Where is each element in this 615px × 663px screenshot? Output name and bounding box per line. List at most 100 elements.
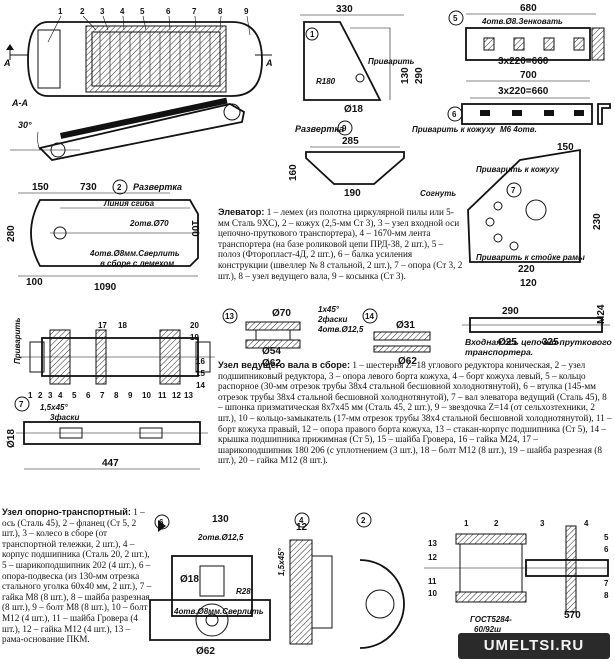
item-number: 5 [140, 7, 145, 16]
dim-text: 290 [414, 67, 425, 84]
item-number: 13 [184, 391, 193, 400]
item-number: 10 [428, 589, 437, 598]
caption-title: Узел опорно-транспортный: [2, 507, 131, 517]
item-number: 14 [196, 381, 205, 390]
dim-text: 3х220=660 [498, 56, 549, 67]
item-number: 2 [117, 183, 122, 192]
section-label: А-А [11, 98, 28, 108]
radius-label: R180 [316, 77, 336, 86]
item-number: 19 [190, 333, 199, 342]
dim-text: Ø18 [180, 574, 199, 585]
item-number: 4 [120, 7, 125, 16]
arrow-a-label-right: А [265, 58, 273, 68]
weld-note: Приварить к стойке рамы [476, 253, 585, 262]
item-9-gusset: 9 Развертка 285 160 190 Приварить к кожу… [288, 120, 496, 199]
razvertka-label: Развертка [295, 124, 344, 134]
caption-body: 1 – шестерня Z=18 углового редуктора кон… [218, 360, 612, 466]
hole-spec: 4отв.Ø8мм.Сверлить [173, 607, 264, 616]
support-transport-unit: 6 130 2отв.Ø12,5 Ø18 4отв.Ø8мм.Сверлить … [149, 514, 271, 657]
caption-support-unit: Узел опорно-транспортный: 1 – ось (Сталь… [2, 507, 152, 645]
chamfer-note: 3фаски [50, 413, 79, 422]
razvertka-label: Развертка [133, 182, 182, 192]
item-7-shaft: 7 1,5х45° 3фаски Ø18 447 [6, 396, 208, 470]
item-number: 11 [158, 391, 167, 400]
dim-text: 3х220=660 [498, 86, 549, 97]
item-number: 9 [342, 124, 347, 133]
dim-text: Ø70 [272, 308, 291, 319]
site-watermark: UMELTSI.RU [458, 633, 610, 659]
hole-spec: 4отв.Ø8мм.Сверлить [89, 249, 180, 258]
item-number: 5 [72, 391, 77, 400]
item-number: 3 [540, 519, 545, 528]
dim-text: 1090 [94, 282, 117, 293]
weld-note: Приварить [368, 57, 415, 66]
dim-text: 220 [518, 264, 535, 275]
item-number: 2 [38, 391, 43, 400]
dim-text: 285 [342, 136, 359, 147]
dim-text: Ø18 [6, 429, 17, 448]
dim-text: М24 [596, 304, 607, 324]
std-note: 60/92ш [474, 625, 501, 634]
input-axis: 290 Ø25 325 М24 [462, 304, 610, 348]
section-a-a: А-А 30° [10, 97, 246, 161]
dim-text: 680 [520, 3, 537, 14]
dim-text: 100 [26, 277, 43, 288]
bend-note: Согнуть [420, 189, 456, 198]
thread-spec: М6 4отв. [500, 125, 537, 134]
item-number: 7 [192, 7, 197, 16]
dim-text: Ø62 [262, 358, 281, 369]
arrow-a-label: А [3, 58, 11, 68]
item-14-cover: 14 Ø31 Ø62 [362, 308, 431, 367]
caption-drive-shaft: Узел ведущего вала в сборе: 1 – шестерня… [218, 360, 613, 466]
dim-text: 130 [212, 514, 229, 525]
item-number: 11 [428, 577, 437, 586]
item-6-beam: 3х220=660 6 М6 4отв. [447, 86, 611, 134]
item-number: 3 [48, 391, 53, 400]
item-13-bearing-cup: 13 Ø70 Ø54 Ø62 1х45° 2фаски 4отв.Ø12,5 [222, 305, 364, 369]
dim-text: 325 [542, 337, 559, 348]
item-number: 2 [494, 519, 499, 528]
dim-text: 730 [80, 182, 97, 193]
item-number: 7 [19, 400, 24, 409]
dim-text: Ø18 [344, 104, 363, 115]
item-number: 18 [118, 321, 127, 330]
weld-note: Приварить [13, 317, 22, 364]
dim-text: 290 [502, 306, 519, 317]
item-number: 13 [428, 539, 437, 548]
chamfer-note: 1х45° [318, 305, 340, 314]
hole-spec: 2отв.Ø12,5 [197, 533, 244, 542]
weld-note: Приварить к кожуху [476, 165, 560, 174]
item-number: 5 [604, 533, 609, 542]
dim-text: 700 [520, 70, 537, 81]
dim-text: Ø31 [396, 320, 415, 331]
item-number: 12 [172, 391, 181, 400]
dim-text: 330 [336, 4, 353, 15]
item-number: 1 [58, 7, 63, 16]
item-number: 8 [114, 391, 119, 400]
hole-spec: в сборе с лемехом [100, 259, 174, 268]
item-number: 7 [100, 391, 105, 400]
item-number: 4 [58, 391, 63, 400]
caption-elevator: Элеватор: 1 – лемех (из полотна циркуляр… [218, 207, 464, 281]
item-number: 5 [453, 14, 458, 23]
item-number: 1 [310, 30, 315, 39]
item-number: 8 [604, 591, 609, 600]
item-number: 6 [452, 110, 457, 119]
caption-body: 1 – лемех (из полотна циркулярной пилы и… [218, 207, 463, 281]
dim-text: Ø62 [196, 646, 215, 657]
hole-spec: 4отв.Ø8.Зенковать [481, 17, 563, 26]
std-note: ГОСТ5284- [470, 615, 512, 624]
item-number: 20 [190, 321, 199, 330]
dim-text: 447 [102, 458, 119, 469]
elevator-plan-view: А А 1 2 3 4 5 6 7 8 9 [3, 7, 273, 97]
item-number: 7 [604, 579, 609, 588]
item-number: 14 [365, 312, 374, 321]
dim-text: 130 [400, 67, 411, 84]
bend-line-label: Линия сгиба [103, 199, 155, 208]
drive-shaft-assembly: Приварить 1 2 3 4 5 6 7 8 9 10 11 12 17 … [13, 317, 215, 400]
dim-text: 120 [520, 278, 537, 289]
caption-title: Узел ведущего вала в сборе: [218, 360, 351, 370]
wheel-assembly: ГОСТ5284- 60/92ш 570 1 2 3 4 5 6 7 8 13 … [424, 519, 609, 634]
dim-text: 230 [592, 213, 603, 230]
item-number: 6 [604, 545, 609, 554]
